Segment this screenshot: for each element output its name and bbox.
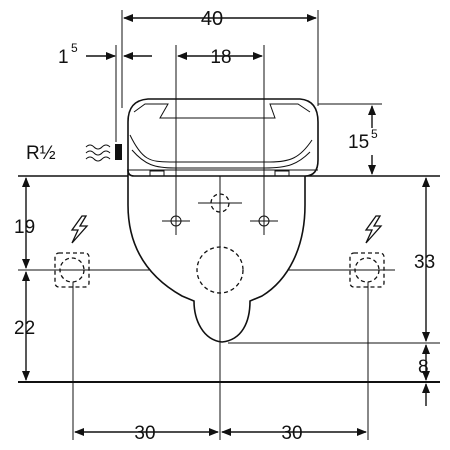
dim-label-30-left: 30: [134, 423, 155, 444]
seat-lid-line-2: [131, 149, 311, 169]
water-wave-icon: [85, 144, 111, 162]
lightning-icon: [70, 215, 89, 244]
dim-label-seat: 15: [348, 132, 369, 153]
dim-label-30-right: 30: [281, 423, 302, 444]
inlet-left-crosshair: [162, 207, 190, 235]
dim-label-small: 1: [58, 47, 69, 68]
drain-circle: [196, 246, 244, 294]
anchor-right: [349, 252, 385, 288]
seat-hinge-block: [149, 170, 165, 177]
dim-label-8: 8: [418, 357, 429, 378]
thread-label: R½: [26, 143, 56, 164]
lightning-icon-right: [364, 215, 383, 244]
dim-label-seat-sup: 5: [371, 127, 378, 141]
toilet-bowl-outline: [127, 169, 306, 343]
inlet-right-crosshair: [250, 207, 278, 235]
dim-label-small-sup: 5: [71, 41, 78, 55]
water-connection: [115, 144, 122, 160]
top-center-crosshair: [198, 193, 242, 213]
seat-hinge-block-2: [274, 170, 290, 177]
dim-label-19: 19: [14, 217, 35, 238]
dim-label-22: 22: [14, 318, 35, 339]
dim-label-33: 33: [414, 252, 435, 273]
seat-lid-line: [129, 134, 313, 163]
dim-label-40: 40: [201, 8, 223, 30]
seat-outline: [127, 98, 319, 177]
seat-inner-line: [133, 103, 311, 119]
anchor-left: [54, 252, 90, 288]
dim-label-18: 18: [210, 47, 231, 68]
